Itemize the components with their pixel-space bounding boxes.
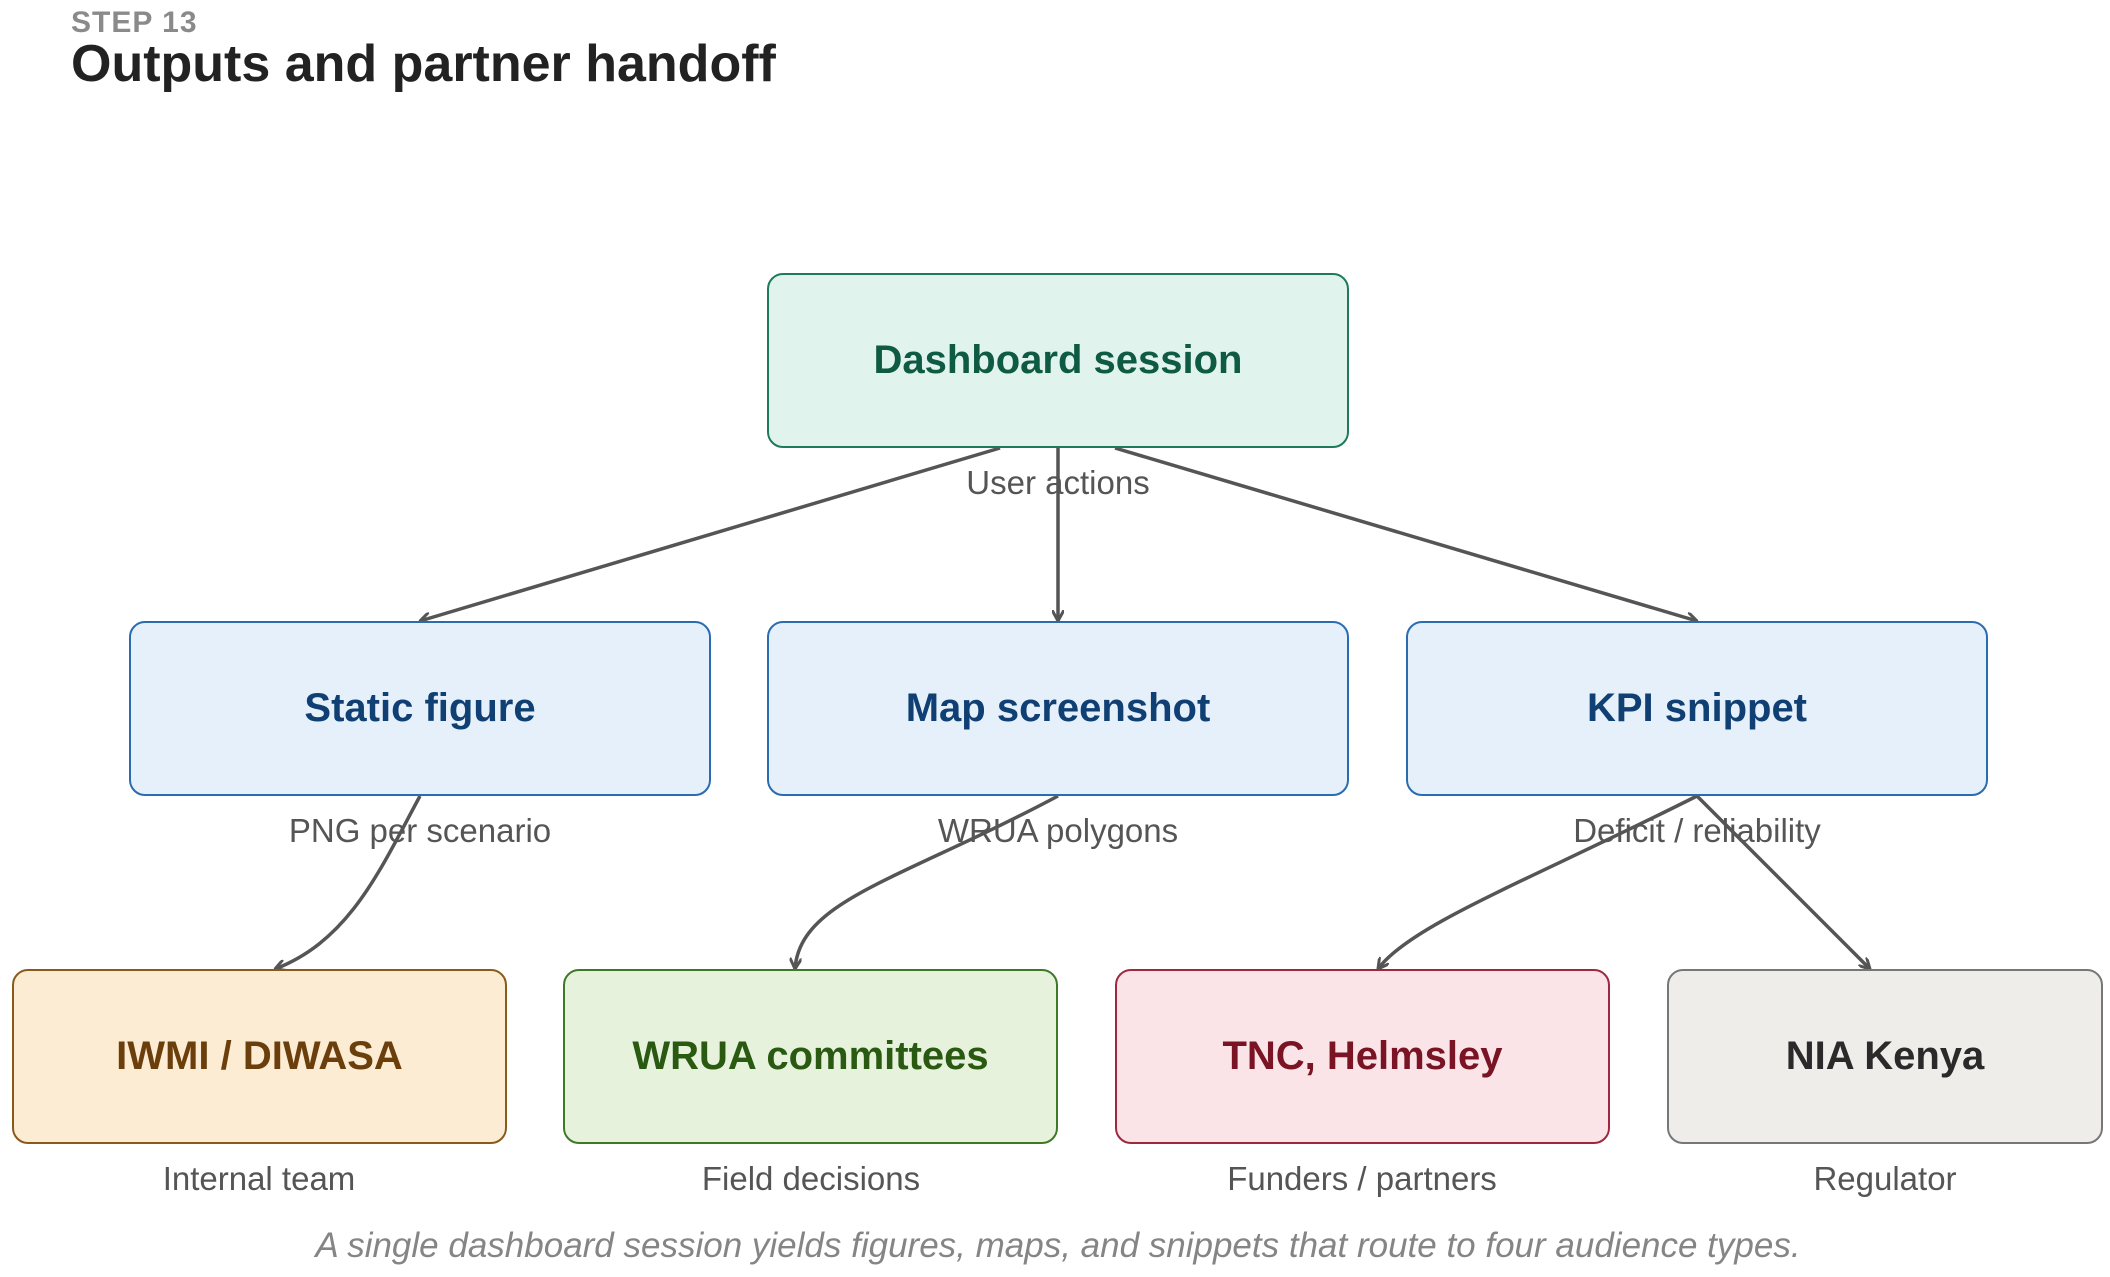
node-map-screenshot-sublabel: WRUA polygons	[937, 812, 1179, 849]
node-wrua-committees-sublabel: Field decisions	[701, 1160, 921, 1197]
edge-kpi-snippet-to-tnc	[1378, 794, 1698, 969]
figure-caption: A single dashboard session yields figure…	[315, 1226, 1801, 1265]
node-kpi-snippet: KPI snippet	[1406, 621, 1988, 796]
node-iwmi-diwasa-label: IWMI / DIWASA	[116, 1034, 403, 1078]
edge-static-figure-to-iwmi	[275, 795, 422, 969]
node-dashboard-session: Dashboard session	[767, 273, 1349, 448]
node-kpi-snippet-label: KPI snippet	[1586, 686, 1808, 730]
page-title: Outputs and partner handoff	[71, 35, 776, 93]
node-nia-kenya-label: NIA Kenya	[1785, 1034, 1985, 1078]
node-static-figure-label: Static figure	[304, 686, 536, 730]
edge-map-screenshot-to-wrua	[795, 794, 1059, 969]
edge-dashboard-to-kpi-snippet	[1114, 446, 1697, 621]
node-dashboard-session-sublabel: User actions	[966, 464, 1150, 501]
edge-kpi-snippet-to-nia	[1695, 794, 1870, 969]
node-tnc-helmsley-sublabel: Funders / partners	[1227, 1160, 1497, 1197]
node-wrua-committees: WRUA committees	[563, 969, 1058, 1144]
node-iwmi-diwasa: IWMI / DIWASA	[12, 969, 507, 1144]
node-wrua-committees-label: WRUA committees	[632, 1034, 989, 1078]
node-static-figure: Static figure	[129, 621, 711, 796]
node-kpi-snippet-sublabel: Deficit / reliability	[1573, 812, 1821, 849]
node-nia-kenya: NIA Kenya	[1667, 969, 2103, 1144]
node-tnc-helmsley-label: TNC, Helmsley	[1222, 1034, 1503, 1078]
node-iwmi-diwasa-sublabel: Internal team	[162, 1160, 356, 1197]
edge-dashboard-to-static-figure	[420, 446, 1001, 621]
node-map-screenshot: Map screenshot	[767, 621, 1349, 796]
node-dashboard-session-label: Dashboard session	[873, 338, 1243, 382]
node-static-figure-sublabel: PNG per scenario	[288, 812, 552, 849]
node-map-screenshot-label: Map screenshot	[905, 686, 1211, 730]
node-nia-kenya-sublabel: Regulator	[1813, 1160, 1957, 1197]
node-tnc-helmsley: TNC, Helmsley	[1115, 969, 1610, 1144]
step-label: STEP 13	[71, 6, 198, 39]
